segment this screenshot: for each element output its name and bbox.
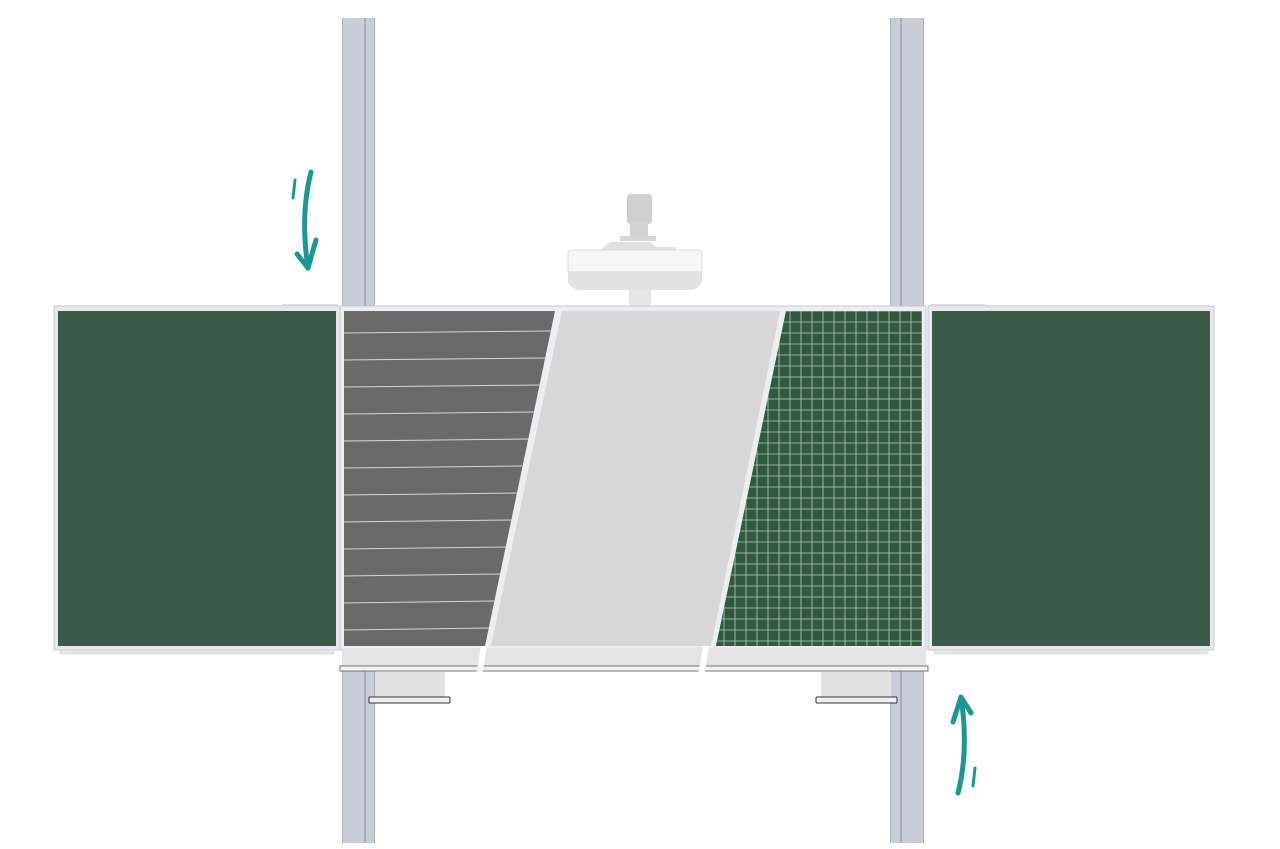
- ruled-line: [343, 546, 506, 550]
- arrow-down-icon: [291, 169, 319, 271]
- ruled-line: [343, 357, 545, 361]
- ruled-line: [343, 600, 495, 604]
- left-bracket: [368, 672, 451, 704]
- ruled-line: [343, 627, 489, 631]
- ruled-line: [343, 438, 529, 442]
- grid-board-section: [716, 311, 922, 646]
- ruled-line: [343, 330, 551, 334]
- projector: [567, 194, 703, 308]
- ruled-line: [343, 573, 500, 577]
- ruled-line: [343, 465, 523, 469]
- right-bracket: [815, 672, 898, 704]
- center-board: [339, 305, 927, 651]
- ruled-line: [343, 492, 517, 496]
- ruled-line: [343, 384, 540, 388]
- left-chalkboard: [53, 304, 341, 655]
- whiteboard-section: [491, 311, 780, 646]
- ruled-line: [343, 411, 534, 415]
- arrow-up-icon: [950, 694, 977, 796]
- ruled-lines: [343, 330, 551, 631]
- right-chalkboard: [927, 304, 1215, 655]
- chalk-tray: [339, 646, 929, 676]
- ruled-line: [343, 519, 512, 523]
- lined-board-section: [344, 311, 555, 646]
